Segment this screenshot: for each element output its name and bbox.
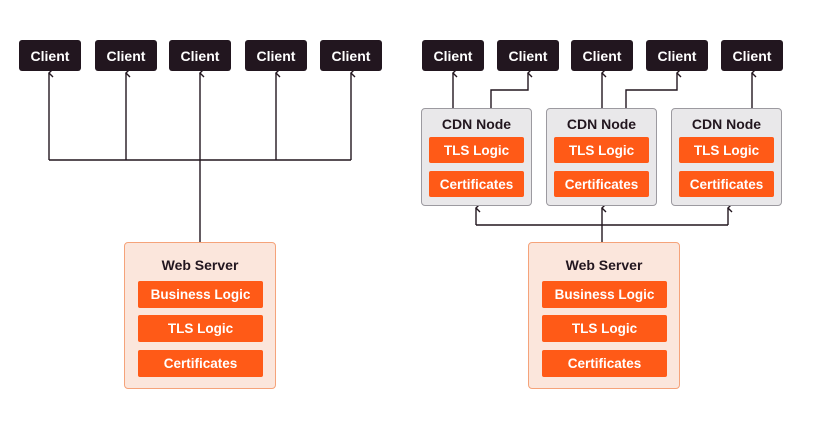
right-certificates: Certificates bbox=[542, 350, 667, 377]
left-certificates: Certificates bbox=[138, 350, 263, 377]
left-client-2: Client bbox=[95, 40, 157, 71]
cdn-node-3-tls-logic: TLS Logic bbox=[679, 137, 774, 163]
right-web-server: Web Server Business Logic TLS Logic Cert… bbox=[528, 242, 680, 389]
cdn-node-1-title: CDN Node bbox=[441, 116, 512, 132]
right-client-1: Client bbox=[422, 40, 484, 71]
left-web-server: Web Server Business Logic TLS Logic Cert… bbox=[124, 242, 276, 389]
right-client-2: Client bbox=[497, 40, 559, 71]
left-web-server-title: Web Server bbox=[161, 257, 239, 273]
cdn-node-3-certificates: Certificates bbox=[679, 171, 774, 197]
cdn-node-1-certificates: Certificates bbox=[429, 171, 524, 197]
right-client-3: Client bbox=[571, 40, 633, 71]
right-client-4: Client bbox=[646, 40, 708, 71]
right-arrow-2 bbox=[490, 68, 533, 108]
left-client-3: Client bbox=[169, 40, 231, 71]
right-web-server-title: Web Server bbox=[565, 257, 643, 273]
right-client-5: Client bbox=[721, 40, 783, 71]
left-client-5: Client bbox=[320, 40, 382, 71]
cdn-node-1: CDN Node TLS Logic Certificates bbox=[421, 108, 532, 206]
left-business-logic: Business Logic bbox=[138, 281, 263, 308]
cdn-node-1-tls-logic: TLS Logic bbox=[429, 137, 524, 163]
cdn-node-3-title: CDN Node bbox=[691, 116, 762, 132]
cdn-node-2-title: CDN Node bbox=[566, 116, 637, 132]
cdn-node-3: CDN Node TLS Logic Certificates bbox=[671, 108, 782, 206]
left-client-4: Client bbox=[245, 40, 307, 71]
cdn-node-2-tls-logic: TLS Logic bbox=[554, 137, 649, 163]
right-business-logic: Business Logic bbox=[542, 281, 667, 308]
right-arrow-4 bbox=[625, 68, 682, 108]
left-tls-logic: TLS Logic bbox=[138, 315, 263, 342]
left-client-1: Client bbox=[19, 40, 81, 71]
cdn-node-2: CDN Node TLS Logic Certificates bbox=[546, 108, 657, 206]
right-tls-logic: TLS Logic bbox=[542, 315, 667, 342]
cdn-node-2-certificates: Certificates bbox=[554, 171, 649, 197]
